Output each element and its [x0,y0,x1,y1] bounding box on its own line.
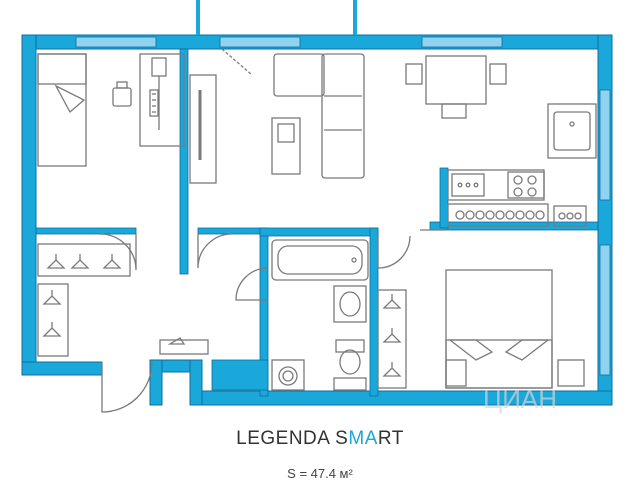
hanger-icon [382,294,402,309]
washing-machine-icon [271,359,305,391]
desk-icon [139,53,185,147]
hanger-icon [42,290,62,305]
sink-icon [333,285,367,323]
hanger-icon [102,254,122,269]
hanger-icon [42,322,62,337]
balcony-door-swing [221,48,253,76]
hanger-icon [46,254,66,269]
watermark: ЦИАН [483,384,557,414]
kitchen-counter [547,103,597,159]
hanger-icon [70,254,90,269]
bathtub-icon [271,239,369,281]
door-swing-icon [99,229,446,413]
interior-walls [35,48,599,397]
sink-icon [553,111,591,151]
sofa-icon [273,53,365,179]
dining-table-icon [405,55,507,119]
exterior-walls [21,34,613,406]
hanger-icon [382,328,402,343]
keyboard-icon [149,89,159,117]
stove-icon [507,171,545,199]
area-caption: S = 47.4 м² [287,466,353,481]
toilet-icon [335,339,365,375]
coffee-table [271,117,301,175]
fridge-row [447,203,587,227]
double-bed [445,269,553,389]
nightstand [557,359,585,387]
single-bed [37,53,87,167]
wardrobe-bedroom [37,243,131,277]
tv-stand [189,74,217,184]
windows [75,36,611,376]
wardrobe-hall [37,283,69,357]
hanger-icon [382,362,402,377]
chair-icon [112,81,132,107]
bath-shelf [333,377,367,391]
nightstand [445,359,467,387]
kitchen-row [447,169,545,201]
wardrobe-bedroom-right [377,289,407,389]
hall-bench [159,339,209,355]
hall-bench-item [167,337,186,345]
brand-logo: LEGENDA SMART [236,428,404,449]
